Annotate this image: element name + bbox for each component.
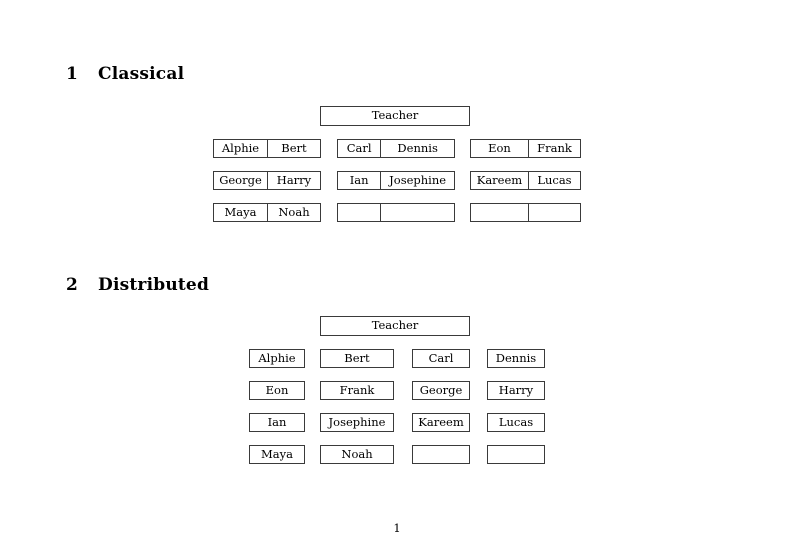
student-group-row-empty [470,203,581,222]
student-box: Lucas [487,413,545,432]
student-group-row: George Harry [213,171,321,190]
student-box-empty [487,445,545,464]
student-box: Carl [412,349,470,368]
section-title: Distributed [98,275,210,295]
student-cell: Harry [266,172,320,189]
student-group-row: Eon Frank [470,139,581,158]
student-cell: Ian [349,172,369,187]
student-box: Alphie [249,349,305,368]
student-cell: Alphie [221,140,260,155]
student-box: Kareem [412,413,470,432]
student-box: George [412,381,470,400]
student-cell-empty [338,204,380,221]
student-cell: Dennis [380,140,454,157]
teacher-box-classical: Teacher [320,106,470,126]
student-cell: Carl [346,140,372,155]
student-cell: Kareem [476,172,523,187]
student-cell: Noah [266,204,320,221]
student-box: Noah [320,445,394,464]
section-title: Classical [98,64,185,84]
section-number: 1 [66,64,79,84]
student-group-row: Kareem Lucas [470,171,581,190]
student-cell-empty [380,204,454,221]
teacher-box-distributed: Teacher [320,316,470,336]
page-number: 1 [393,521,401,535]
student-group-row: Carl Dennis [337,139,455,158]
student-box: Josephine [320,413,394,432]
student-cell-empty [471,204,528,221]
student-box: Dennis [487,349,545,368]
student-cell: George [219,172,262,187]
student-box: Ian [249,413,305,432]
student-group-row: Ian Josephine [337,171,455,190]
student-box: Harry [487,381,545,400]
section-number: 2 [66,275,79,295]
student-cell: Lucas [527,172,580,189]
student-box: Maya [249,445,305,464]
section-heading-classical: 1 Classical [66,64,184,84]
section-heading-distributed: 2 Distributed [66,275,209,295]
student-cell-empty [527,204,580,221]
student-box-empty [412,445,470,464]
student-cell: Maya [224,204,257,219]
student-group-row-empty [337,203,455,222]
student-group-row: Maya Noah [213,203,321,222]
student-cell: Josephine [380,172,454,189]
student-group-row: Alphie Bert [213,139,321,158]
student-box: Eon [249,381,305,400]
student-box: Bert [320,349,394,368]
student-box: Frank [320,381,394,400]
student-cell: Bert [266,140,320,157]
student-cell: Frank [527,140,580,157]
student-cell: Eon [488,140,511,155]
